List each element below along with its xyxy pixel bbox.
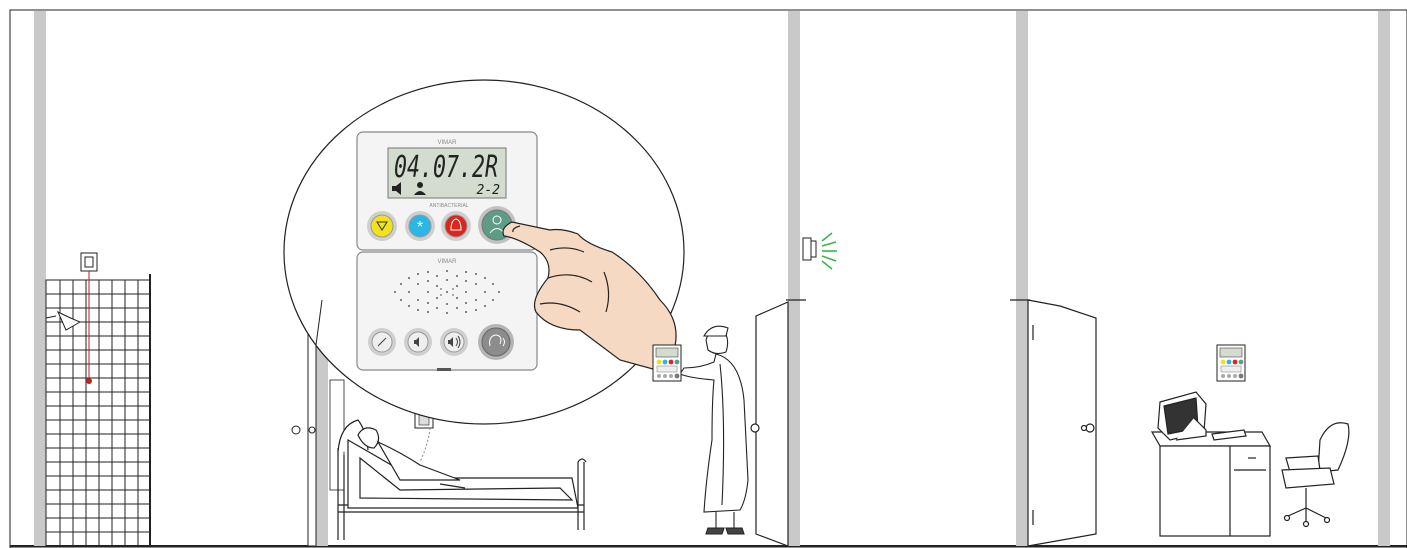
wall-corridor-right	[1016, 11, 1028, 546]
volume-low-button[interactable]	[404, 328, 432, 356]
antibacterial-label: ANTIBACTERIAL	[429, 203, 468, 209]
yellow-button[interactable]	[367, 211, 397, 241]
brand-top: VIMAR	[437, 140, 457, 146]
corridor-light	[803, 233, 837, 269]
pull-cord-handle[interactable]	[86, 378, 92, 384]
brand-bottom: VIMAR	[437, 259, 457, 265]
call-panel: VIMAR 04.07.2R 2-2 ANTIBACTERIAL * VIMAR	[357, 132, 537, 371]
red-button[interactable]	[441, 211, 471, 241]
wall-corridor-left	[788, 11, 800, 546]
volume-high-button[interactable]	[440, 328, 468, 356]
patient-bed	[338, 420, 586, 540]
bedside-call-unit[interactable]	[415, 412, 433, 462]
computer-icon	[1158, 392, 1246, 440]
wall-left	[34, 11, 46, 546]
blue-button[interactable]: *	[405, 211, 435, 241]
mute-button[interactable]	[368, 328, 396, 356]
talk-button[interactable]	[478, 324, 514, 360]
lcd-main-text: 04.07.2R	[394, 150, 498, 185]
signal-light-icon	[822, 233, 837, 269]
office-call-unit[interactable]	[1217, 345, 1245, 381]
office-chair	[1282, 423, 1349, 527]
lcd-sub-text: 2-2	[477, 183, 501, 198]
shower-head-icon	[58, 312, 80, 330]
office-desk	[1152, 432, 1270, 536]
corridor-call-unit[interactable]	[653, 345, 681, 381]
wall-right	[1378, 11, 1390, 546]
nurse	[680, 326, 748, 534]
asterisk-icon: *	[417, 219, 423, 236]
